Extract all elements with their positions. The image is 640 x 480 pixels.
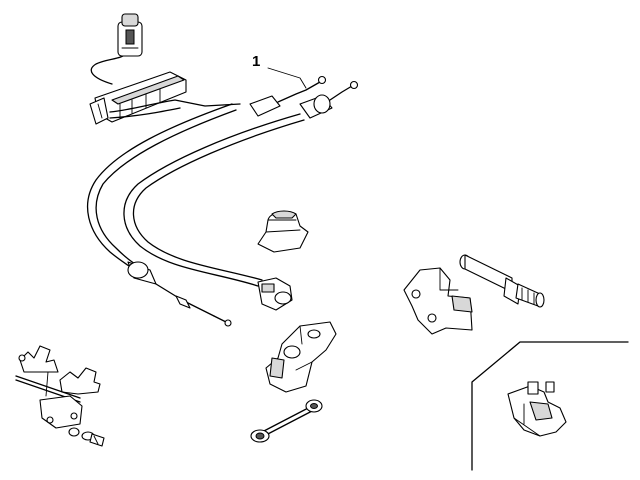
rubber-boot [257,210,309,253]
callout-1-leader [267,67,307,89]
gear-cable-1 [87,75,327,327]
link-rod [250,399,323,443]
gear-selector-unit [89,71,241,125]
clip-bracket-assembly [15,345,101,429]
threaded-stud [459,254,545,308]
wire-harness-connector [90,13,143,85]
washer-and-screw [68,427,105,447]
mounting-bracket-right [403,267,473,335]
callout-label-1: 1 [252,53,261,70]
inset-cable-end-fitting [507,381,567,437]
gear-cable-2 [123,80,359,311]
detail-inset-frame [471,341,629,471]
central-support-bracket [265,321,337,393]
